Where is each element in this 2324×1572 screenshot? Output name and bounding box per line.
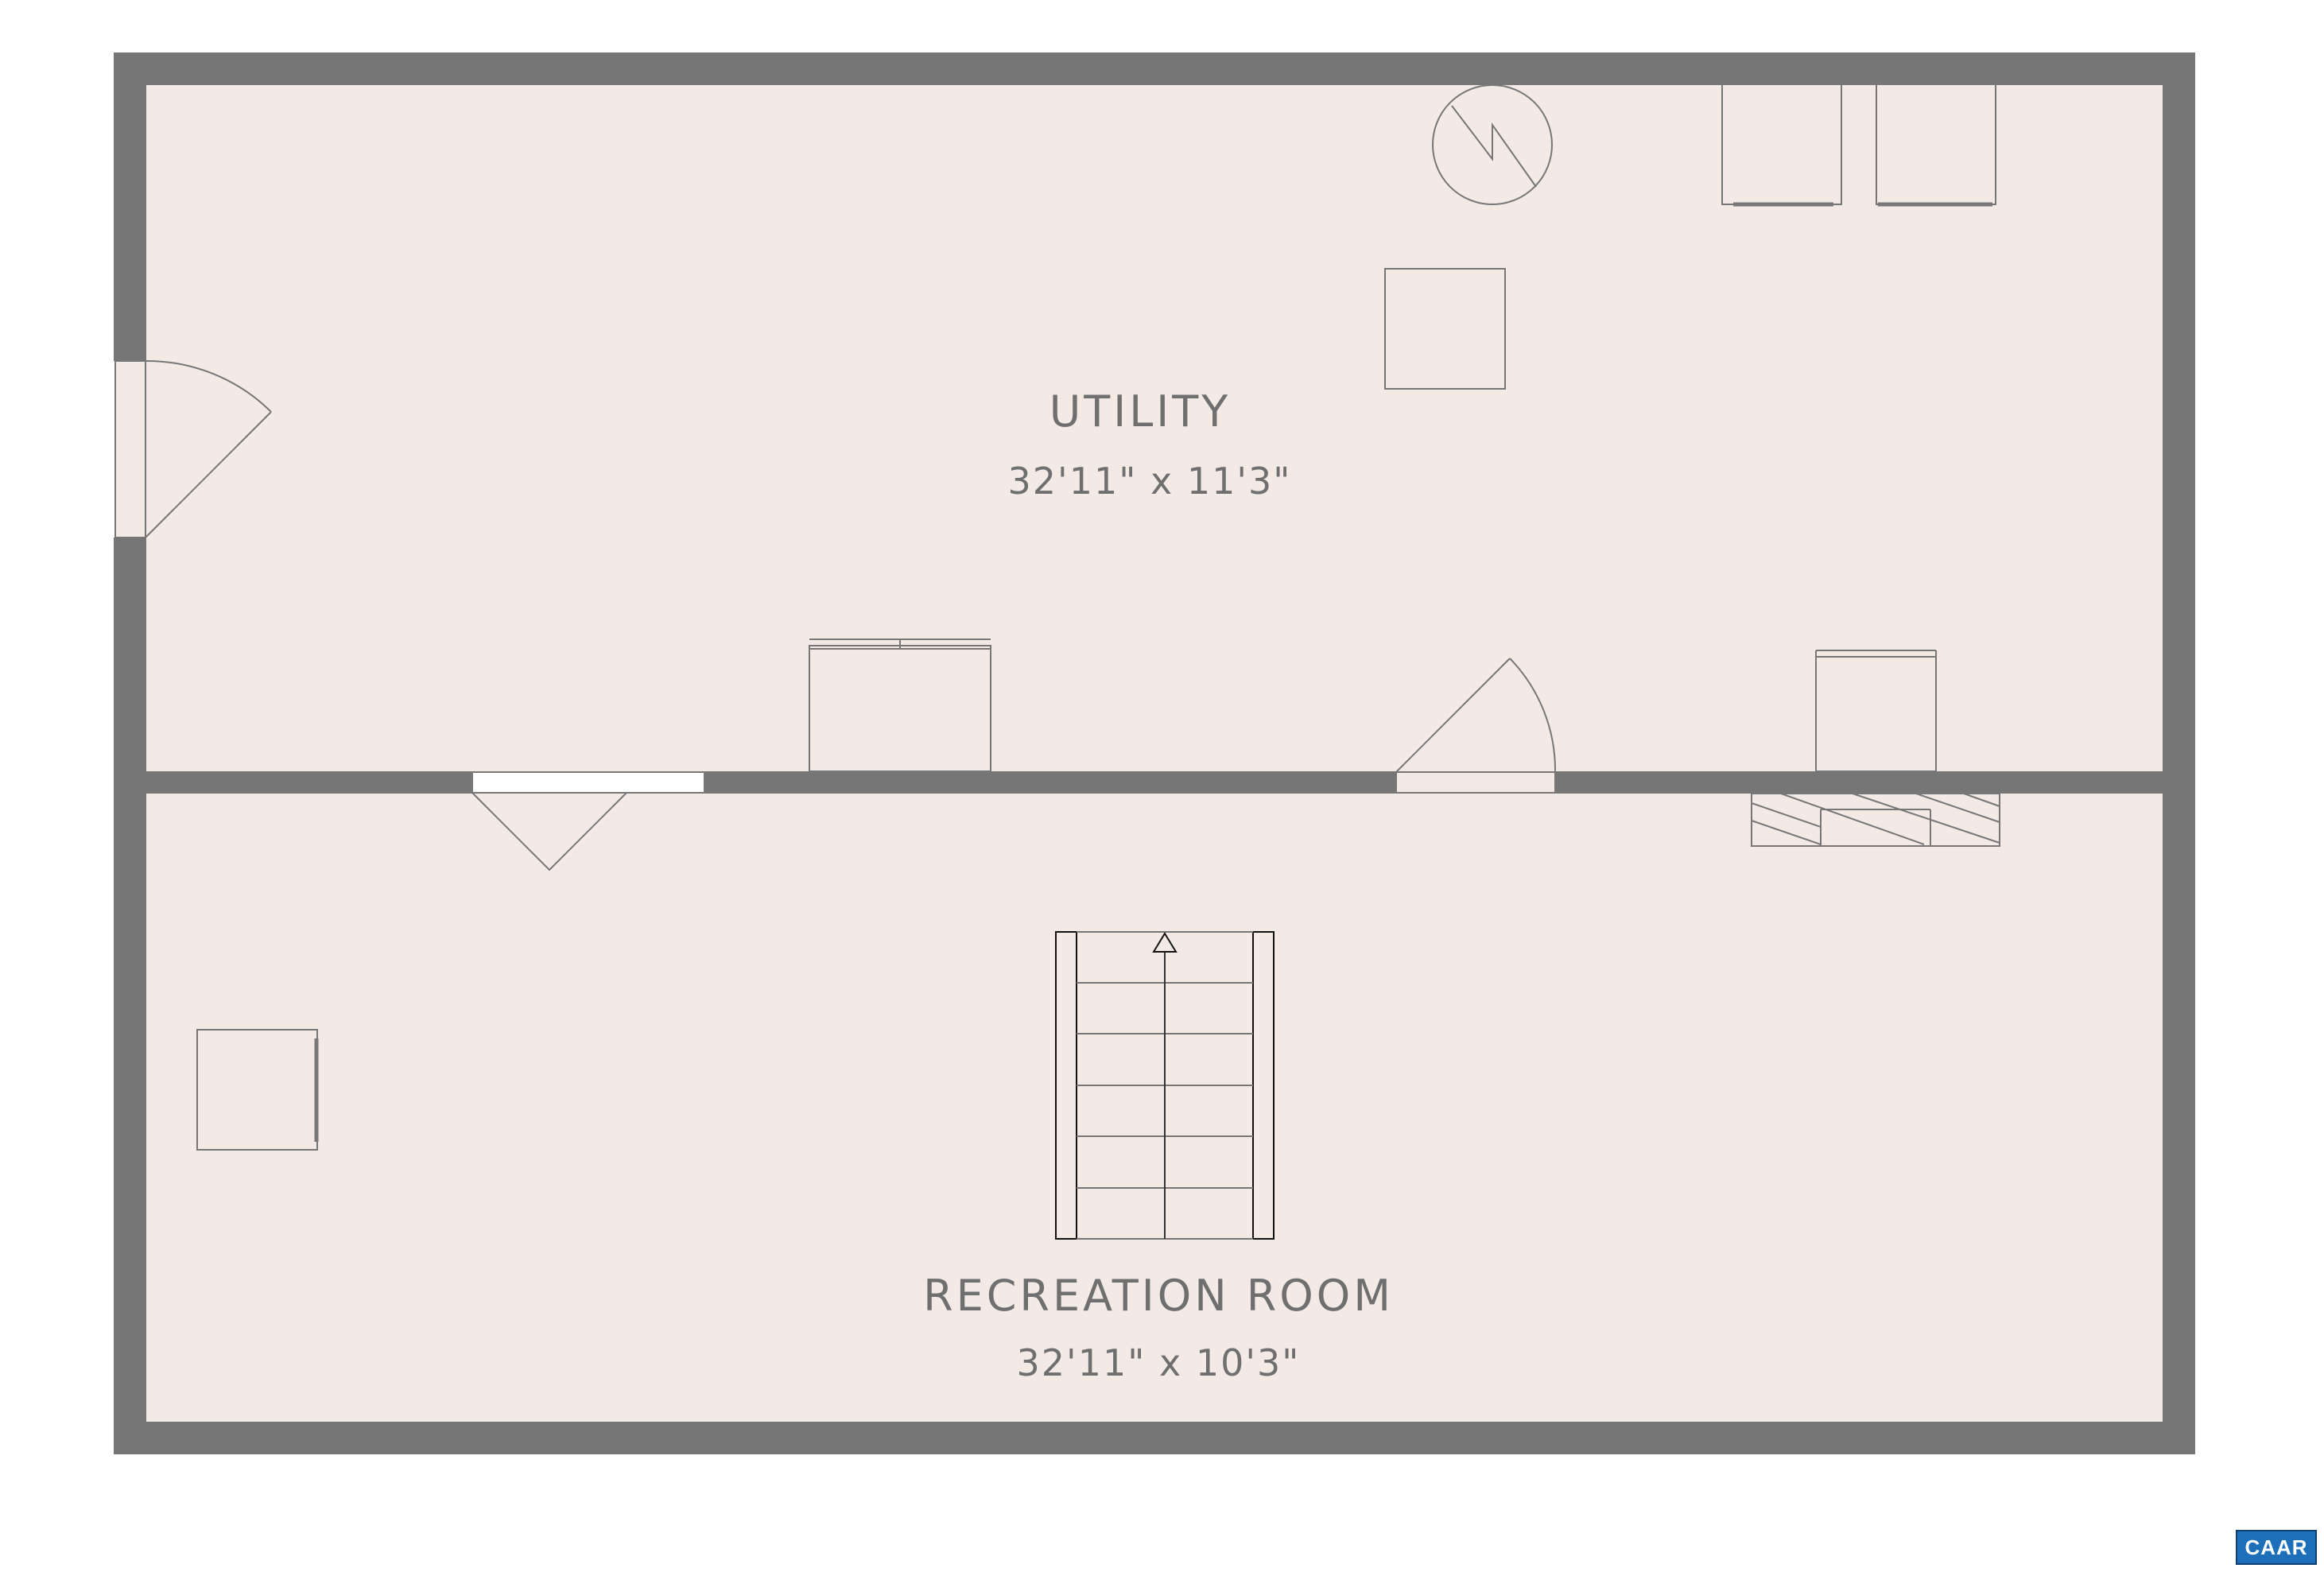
caar-logo: CAAR xyxy=(2236,1530,2317,1565)
interior-door-swing xyxy=(1395,658,1557,773)
utility-cabinet-icon xyxy=(809,639,991,772)
exterior-door-swing xyxy=(145,359,272,538)
interior-door-opening xyxy=(1395,771,1556,794)
interior-wall-b xyxy=(704,771,1396,794)
wall-right xyxy=(2163,52,2195,1454)
wall-top xyxy=(114,52,2195,85)
recreation-column-icon xyxy=(196,1029,319,1151)
room-name-recreation: RECREATION ROOM xyxy=(923,1271,1394,1321)
recreation-floor xyxy=(145,794,2163,1422)
wall-left-upper xyxy=(114,52,146,361)
room-name-utility: UTILITY xyxy=(1049,386,1231,437)
utility-cabinet-right-icon xyxy=(1815,650,1937,772)
bifold-door-opening xyxy=(471,771,705,794)
washer-icon xyxy=(1721,83,1842,207)
water-heater-icon xyxy=(1432,84,1553,205)
bifold-door-swing xyxy=(471,792,627,871)
room-dimensions-utility: 32'11" x 11'3" xyxy=(1008,460,1292,503)
stairs-icon xyxy=(1055,931,1275,1240)
dryer-icon xyxy=(1876,83,1996,207)
interior-wall-c xyxy=(1555,771,2163,794)
wall-left-lower xyxy=(114,538,146,1454)
utility-column-icon xyxy=(1384,268,1506,390)
room-dimensions-recreation: 32'11" x 10'3" xyxy=(1017,1341,1301,1384)
stairs-up-arrow-icon xyxy=(1152,932,1178,953)
interior-wall-a xyxy=(146,771,472,794)
caar-logo-text: CAAR xyxy=(2244,1535,2308,1559)
wall-bottom xyxy=(114,1422,2195,1454)
exterior-door-frame xyxy=(114,360,146,538)
fireplace-hearth-icon xyxy=(1751,793,2000,847)
